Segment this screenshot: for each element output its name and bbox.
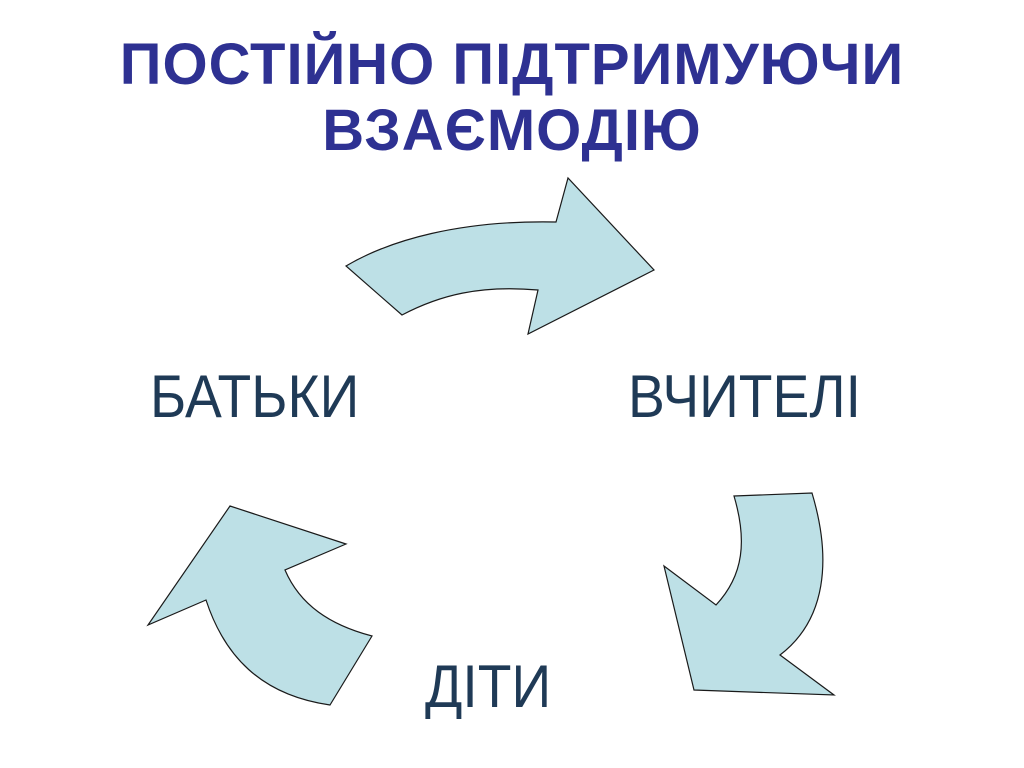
node-children: ДІТИ [425,653,552,720]
title-line-1: ПОСТІЙНО ПІДТРИМУЮЧИ [119,32,905,97]
node-parents: БАТЬКИ [150,363,360,430]
arrow-teachers-to-children [663,492,836,696]
slide-title: ПОСТІЙНО ПІДТРИМУЮЧИ ВЗАЄМОДІЮ [0,32,1024,164]
node-teachers: ВЧИТЕЛІ [628,363,861,430]
arrow-children-to-parents [146,505,373,706]
title-line-2: ВЗАЄМОДІЮ [322,98,702,163]
arrow-parents-to-teachers [344,176,655,336]
